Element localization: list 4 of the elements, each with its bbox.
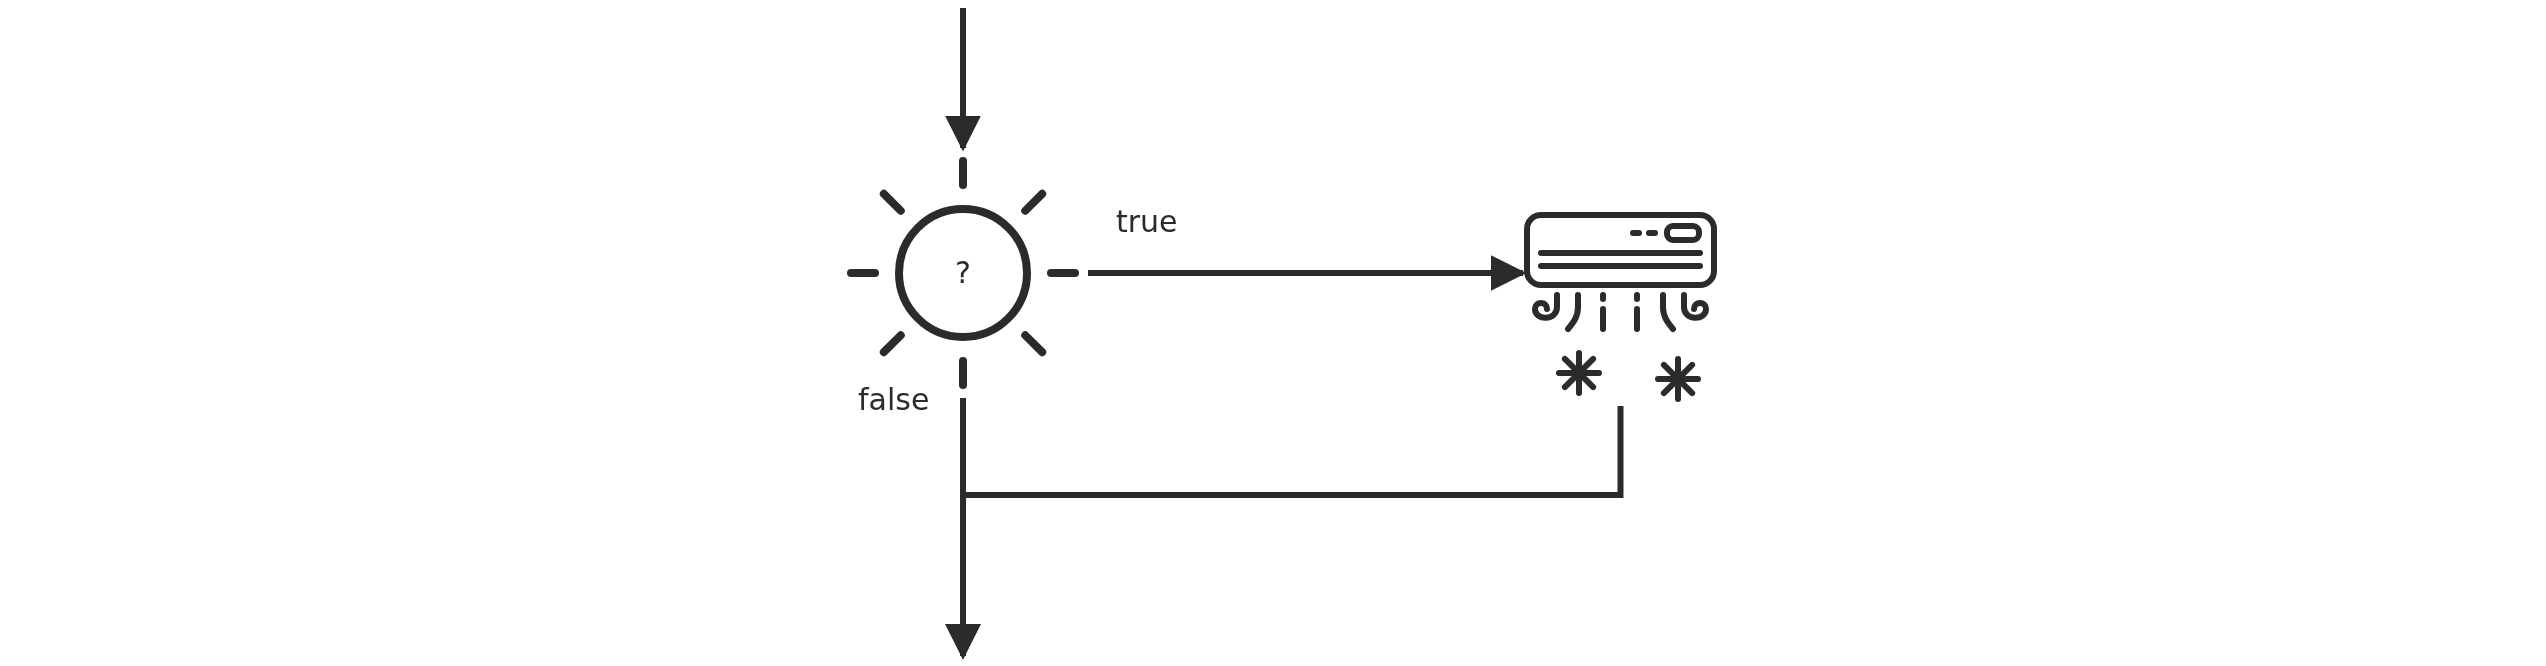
question-mark-label: ? (955, 258, 971, 288)
arrow (1088, 255, 1527, 291)
arrow (945, 8, 981, 152)
arrow (945, 406, 1624, 660)
